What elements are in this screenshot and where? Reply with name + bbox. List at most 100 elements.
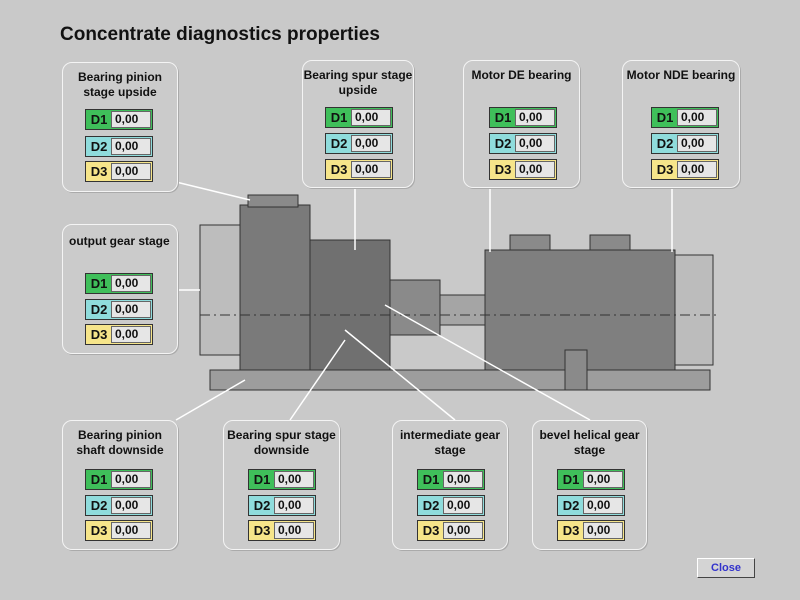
value-field: 0,00	[111, 522, 151, 539]
value-field: 0,00	[274, 471, 314, 488]
value-field: 0,00	[677, 161, 717, 178]
value-field: 0,00	[515, 109, 555, 126]
panel-title: intermediate gear stage	[399, 428, 501, 457]
value-label: D2	[562, 498, 580, 513]
value-label: D1	[90, 112, 108, 127]
panel-title: Motor DE bearing	[471, 68, 572, 82]
panel-title: Bearing pinion stage upside	[78, 70, 162, 99]
value-field: 0,00	[111, 497, 151, 514]
value-field: 0,00	[677, 135, 717, 152]
value-label: D2	[422, 498, 440, 513]
value-label: D1	[253, 472, 271, 487]
value-field: 0,00	[351, 161, 391, 178]
value-field: 0,00	[583, 471, 623, 488]
close-button[interactable]: Close	[697, 558, 755, 578]
value-label: D3	[90, 164, 108, 179]
value-label: D2	[253, 498, 271, 513]
value-field: 0,00	[111, 275, 151, 292]
value-field: 0,00	[583, 497, 623, 514]
panel-title: Bearing spur stage downside	[227, 428, 336, 457]
value-label: D3	[656, 162, 674, 177]
value-field: 0,00	[515, 135, 555, 152]
value-field: 0,00	[351, 109, 391, 126]
page-title: Concentrate diagnostics properties	[60, 24, 380, 45]
value-label: D2	[90, 302, 108, 317]
value-label: D1	[562, 472, 580, 487]
value-label: D2	[494, 136, 512, 151]
value-label: D3	[422, 523, 440, 538]
value-label: D2	[90, 139, 108, 154]
value-label: D1	[330, 110, 348, 125]
value-field: 0,00	[111, 111, 151, 128]
value-label: D3	[562, 523, 580, 538]
value-field: 0,00	[111, 138, 151, 155]
value-field: 0,00	[274, 522, 314, 539]
value-label: D2	[330, 136, 348, 151]
value-label: D2	[90, 498, 108, 513]
value-field: 0,00	[583, 522, 623, 539]
value-field: 0,00	[443, 471, 483, 488]
value-field: 0,00	[677, 109, 717, 126]
value-label: D1	[90, 276, 108, 291]
value-label: D3	[494, 162, 512, 177]
value-field: 0,00	[111, 471, 151, 488]
panel-title: Bearing pinion shaft downside	[76, 428, 164, 457]
value-label: D1	[422, 472, 440, 487]
value-label: D1	[90, 472, 108, 487]
value-label: D3	[330, 162, 348, 177]
value-label: D1	[656, 110, 674, 125]
value-field: 0,00	[111, 163, 151, 180]
panel-title: bevel helical gear stage	[539, 428, 640, 457]
value-field: 0,00	[515, 161, 555, 178]
value-field: 0,00	[111, 301, 151, 318]
value-field: 0,00	[443, 497, 483, 514]
value-field: 0,00	[111, 326, 151, 343]
value-field: 0,00	[274, 497, 314, 514]
value-label: D1	[494, 110, 512, 125]
panel-title: Motor NDE bearing	[626, 68, 736, 82]
value-label: D3	[90, 327, 108, 342]
value-label: D3	[90, 523, 108, 538]
value-field: 0,00	[351, 135, 391, 152]
value-field: 0,00	[443, 522, 483, 539]
panel-title: Bearing spur stage upside	[303, 68, 413, 97]
value-label: D3	[253, 523, 271, 538]
